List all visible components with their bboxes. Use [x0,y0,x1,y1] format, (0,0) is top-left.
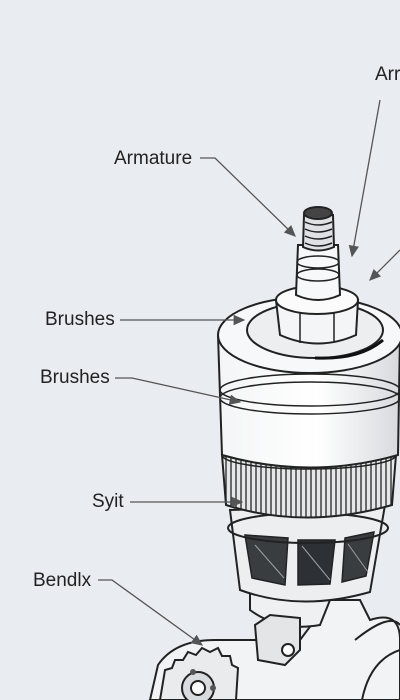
label-armature-top: Arr [375,64,400,85]
label-bendix: Bendlx [33,570,92,591]
bendix-gear [158,646,240,700]
label-syit: Syit [92,491,124,512]
leader-right-edge [369,249,400,281]
leader-armature [200,157,296,237]
label-brushes-upper: Brushes [45,309,115,330]
commutator-cage [227,503,389,603]
bendix-housing [148,560,400,700]
armature-shaft [274,206,360,345]
leader-brushes-2 [115,377,242,405]
label-armature: Armature [114,148,193,169]
leader-bendix [98,579,204,646]
leader-lines [98,99,400,646]
label-brushes-lower: Brushes [40,367,110,388]
leader-arr-top [348,99,381,258]
